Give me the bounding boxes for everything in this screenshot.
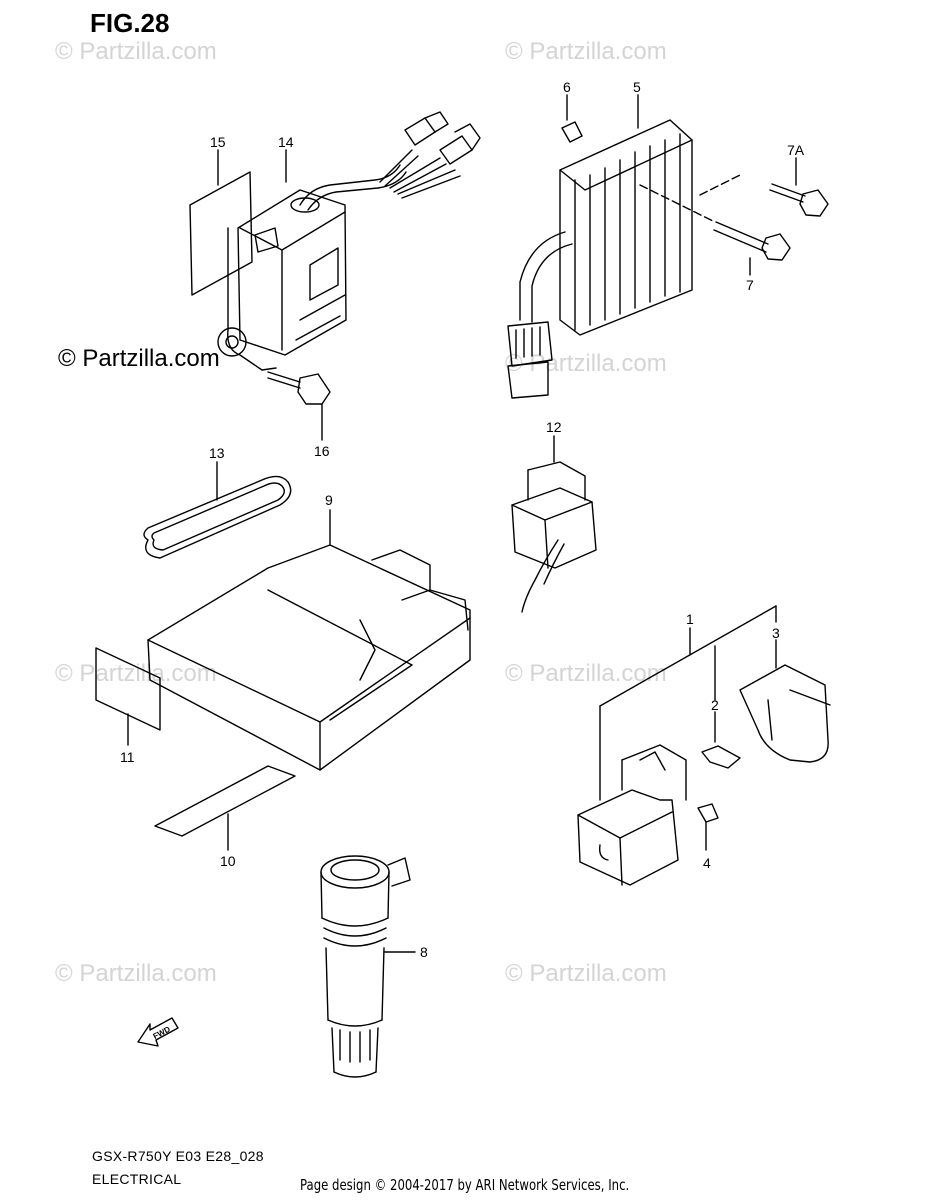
footer-model-code: GSX-R750Y E03 E28_028: [92, 1148, 264, 1164]
watermark: © Partzilla.com: [505, 38, 667, 65]
footer-section: ELECTRICAL: [92, 1171, 182, 1187]
callout-14: 14: [278, 134, 294, 150]
part-3-cover[interactable]: [739, 639, 831, 763]
callout-12: 12: [546, 419, 562, 435]
callout-16: 16: [314, 443, 330, 459]
callout-2: 2: [711, 697, 719, 713]
part-1-fuse-box[interactable]: [577, 744, 687, 886]
part-10-strip[interactable]: [154, 765, 296, 851]
callout-15: 15: [210, 134, 226, 150]
watermark: © Partzilla.com: [55, 660, 217, 687]
part-9-ecm[interactable]: [147, 509, 471, 771]
part-13-seal[interactable]: [143, 461, 292, 559]
part-1-fuse-box-leaders: [599, 605, 777, 801]
callout-11: 11: [120, 749, 135, 765]
callout-9: 9: [325, 492, 333, 508]
part-8-coil[interactable]: [320, 855, 416, 1078]
callout-5: 5: [633, 79, 641, 95]
figure-title: FIG.28: [90, 8, 170, 38]
part-5-regulator[interactable]: [507, 94, 693, 399]
callout-13: 13: [209, 445, 225, 461]
watermark-main: © Partzilla.com: [58, 345, 220, 372]
part-15-pad[interactable]: [189, 149, 253, 296]
part-16-bolt[interactable]: [267, 371, 331, 441]
part-11-pad[interactable]: [95, 647, 161, 746]
part-6-cap[interactable]: [561, 94, 583, 143]
part-7a-bolt[interactable]: [699, 157, 829, 217]
callout-6: 6: [563, 79, 571, 95]
callout-7a: 7A: [787, 142, 805, 158]
part-7-bolt[interactable]: [639, 184, 791, 276]
footer-credit: Page design © 2004-2017 by ARI Network S…: [300, 1176, 630, 1194]
part-2-fuse[interactable]: [701, 711, 741, 769]
callout-3: 3: [772, 625, 780, 641]
part-4-screw[interactable]: [697, 803, 719, 851]
part-12-relay[interactable]: [511, 435, 597, 613]
callout-10: 10: [220, 853, 236, 869]
callout-1: 1: [686, 611, 694, 627]
watermark: © Partzilla.com: [55, 960, 217, 987]
callout-8: 8: [420, 944, 428, 960]
callout-4: 4: [703, 855, 711, 871]
part-14-module[interactable]: [217, 111, 481, 371]
watermark: © Partzilla.com: [505, 660, 667, 687]
callout-7: 7: [746, 277, 754, 293]
fwd-arrow-icon: FWD: [137, 1017, 179, 1047]
watermark: © Partzilla.com: [505, 960, 667, 987]
watermark: © Partzilla.com: [55, 38, 217, 65]
